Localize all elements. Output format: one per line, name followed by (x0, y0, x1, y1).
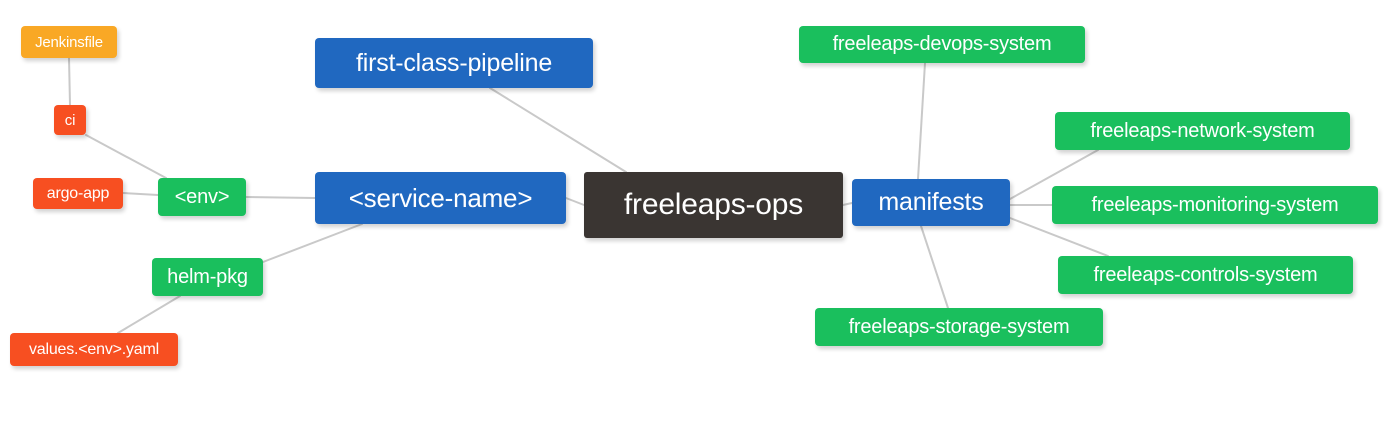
edge-first-class-pipeline-to-root (489, 87, 627, 173)
node-label: freeleaps-monitoring-system (1091, 193, 1339, 216)
node-ci[interactable]: ci (54, 105, 86, 135)
node-label: argo-app (46, 184, 110, 202)
node-root[interactable]: freeleaps-ops (584, 172, 843, 238)
node-values-yaml[interactable]: values.<env>.yaml (10, 333, 178, 366)
node-label: <service-name> (348, 182, 533, 213)
node-label: freeleaps-ops (623, 188, 804, 221)
edge-env-to-service-name (245, 196, 316, 199)
edge-root-to-manifests (842, 202, 853, 206)
edge-helm-pkg-to-service-name (262, 223, 363, 263)
edge-ci-to-env (85, 134, 167, 179)
node-first-class-pipeline[interactable]: first-class-pipeline (315, 38, 593, 88)
node-jenkinsfile[interactable]: Jenkinsfile (21, 26, 117, 58)
node-label: Jenkinsfile (35, 33, 103, 51)
edge-manifests-to-devops-system (917, 62, 926, 180)
node-label: freeleaps-network-system (1090, 119, 1315, 142)
node-label: freeleaps-devops-system (832, 33, 1052, 55)
node-label: freeleaps-storage-system (848, 315, 1070, 338)
edge-service-name-to-root (565, 197, 585, 206)
node-label: values.<env>.yaml (28, 340, 159, 358)
node-controls-system[interactable]: freeleaps-controls-system (1058, 256, 1353, 294)
node-label: manifests (878, 188, 984, 216)
edge-argo-app-to-env (122, 192, 159, 196)
node-argo-app[interactable]: argo-app (33, 178, 123, 209)
node-helm-pkg[interactable]: helm-pkg (152, 258, 263, 296)
node-label: helm-pkg (167, 265, 248, 288)
node-network-system[interactable]: freeleaps-network-system (1055, 112, 1350, 150)
node-label: first-class-pipeline (355, 48, 553, 77)
node-devops-system[interactable]: freeleaps-devops-system (799, 26, 1085, 63)
node-env[interactable]: <env> (158, 178, 246, 216)
node-label: <env> (174, 185, 230, 208)
node-service-name[interactable]: <service-name> (315, 172, 566, 224)
node-monitoring-system[interactable]: freeleaps-monitoring-system (1052, 186, 1378, 224)
node-storage-system[interactable]: freeleaps-storage-system (815, 308, 1103, 346)
edge-manifests-to-storage-system (920, 225, 949, 309)
node-label: ci (64, 111, 76, 129)
node-manifests[interactable]: manifests (852, 179, 1010, 226)
node-label: freeleaps-controls-system (1093, 263, 1318, 286)
edge-jenkinsfile-to-ci (68, 57, 71, 106)
edge-values-yaml-to-helm-pkg (117, 295, 181, 334)
